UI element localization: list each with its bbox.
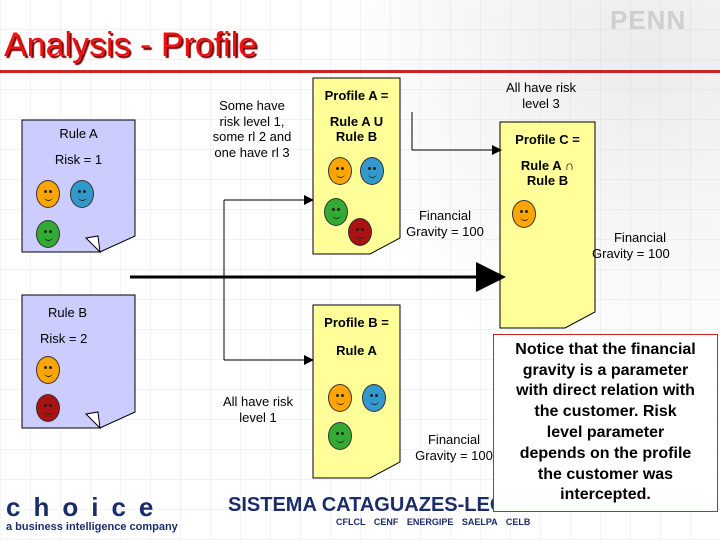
profile-c-expr-2: Rule B — [526, 173, 569, 189]
face-red-icon — [36, 394, 60, 422]
note-profile-a: Profile A = Rule A U Rule B — [313, 88, 400, 145]
title-underline — [0, 70, 720, 73]
face-orange-icon — [36, 356, 60, 384]
face-orange-icon — [328, 384, 352, 412]
face-green-icon — [36, 220, 60, 248]
face-blue-icon — [360, 157, 384, 185]
face-orange-icon — [512, 200, 536, 228]
logo-tagline: a business intelligence company — [6, 521, 178, 533]
face-blue-icon — [70, 180, 94, 208]
face-green-icon — [324, 198, 348, 226]
note-profile-c-shape — [499, 121, 596, 329]
note-rule-b: Rule B Risk = 2 — [22, 305, 135, 346]
face-blue-icon — [362, 384, 386, 412]
profile-b-expr: Rule A — [336, 342, 377, 358]
rule-b-label: Rule B — [48, 305, 88, 320]
page-title: Analysis - Profile — [4, 26, 258, 64]
profile-b-title: Profile B = — [324, 315, 389, 330]
rule-b-risk: Risk = 2 — [40, 330, 88, 346]
profile-a-expr-2: Rule B — [335, 129, 378, 145]
face-orange-icon — [328, 157, 352, 185]
logo-letters: choice — [6, 492, 167, 522]
face-green-icon — [328, 422, 352, 450]
face-orange-icon — [36, 180, 60, 208]
rule-a-risk: Risk = 1 — [54, 151, 103, 167]
profile-c-expr-1: Rule A ∩ — [520, 157, 575, 173]
profile-c-title: Profile C = — [515, 132, 580, 147]
profile-a-expr-1: Rule A U — [329, 113, 384, 129]
choice-logo: choice a business intelligence company — [6, 492, 206, 533]
watermark: PENN — [610, 5, 687, 35]
face-red-icon — [348, 218, 372, 246]
note-profile-b: Profile B = Rule A — [313, 315, 400, 358]
sistema-companies: CFLCL CENF ENERGIPE SAELPA CELB — [336, 517, 531, 527]
note-rule-a: Rule A Risk = 1 — [22, 126, 135, 167]
note-profile-c: Profile C = Rule A ∩ Rule B — [500, 132, 595, 189]
rule-a-label: Rule A — [59, 126, 98, 141]
profile-a-title: Profile A = — [324, 88, 389, 103]
